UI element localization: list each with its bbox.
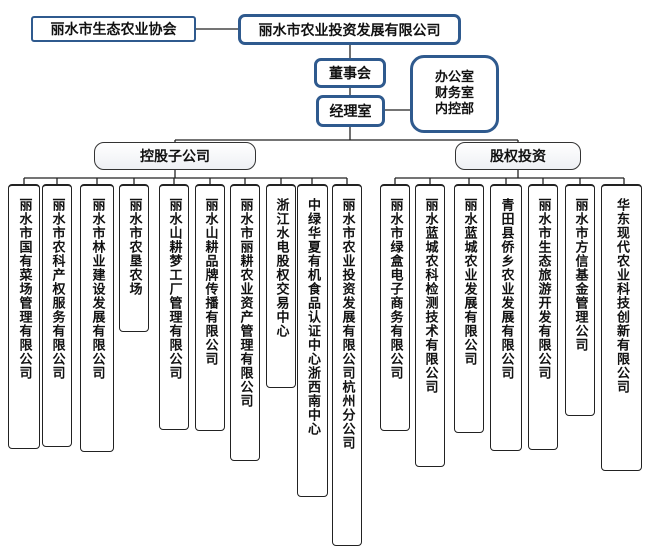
office-internal-control-label: 内控部 bbox=[434, 102, 474, 117]
manager-box: 经理室 bbox=[316, 95, 385, 127]
company-label: 丽水市农业投资发展有限公司 bbox=[258, 22, 441, 39]
company-box: 丽水市农业投资发展有限公司 bbox=[238, 14, 461, 45]
holding-subsidiary-box: 丽水山耕梦工厂管理有限公司 bbox=[159, 184, 189, 430]
equity-investment-box: 丽水市生态旅游开发有限公司 bbox=[528, 184, 558, 450]
manager-label: 经理室 bbox=[329, 104, 372, 120]
equity-category-label: 股权投资 bbox=[490, 149, 546, 165]
holding-subsidiary-label: 丽水市农垦农场 bbox=[126, 198, 142, 296]
equity-investment-label: 丽水市生态旅游开发有限公司 bbox=[535, 198, 551, 380]
equity-investment-label: 丽水市绿盒电子商务有限公司 bbox=[387, 198, 403, 380]
offices-box: 办公室 财务室 内控部 bbox=[410, 55, 499, 133]
association-label: 丽水市生态农业协会 bbox=[50, 22, 177, 38]
holding-subsidiary-label: 丽水市丽耕农业资产管理有限公司 bbox=[237, 198, 253, 408]
board-label: 董事会 bbox=[329, 66, 371, 82]
holding-subsidiary-box: 浙江水电股权交易中心 bbox=[266, 184, 296, 388]
equity-investment-box: 丽水蓝城农业发展有限公司 bbox=[454, 184, 484, 433]
equity-category-box: 股权投资 bbox=[455, 142, 581, 170]
equity-investment-box: 华东现代农业科技创新有限公司 bbox=[601, 184, 642, 471]
holding-subsidiary-label: 浙江水电股权交易中心 bbox=[273, 198, 289, 338]
holding-subsidiary-box: 丽水市农业投资发展有限公司杭州分公司 bbox=[332, 184, 362, 546]
holding-subsidiary-box: 丽水山耕品牌传播有限公司 bbox=[195, 184, 225, 431]
holding-category-box: 控股子公司 bbox=[94, 142, 256, 170]
board-box: 董事会 bbox=[314, 58, 386, 88]
holding-subsidiary-label: 丽水山耕梦工厂管理有限公司 bbox=[166, 198, 182, 380]
holding-subsidiary-box: 丽水市农科产权服务有限公司 bbox=[42, 184, 72, 447]
association-box: 丽水市生态农业协会 bbox=[31, 16, 196, 42]
equity-investment-label: 华东现代农业科技创新有限公司 bbox=[614, 198, 629, 394]
holding-subsidiary-box: 丽水市丽耕农业资产管理有限公司 bbox=[230, 184, 260, 461]
holding-subsidiary-label: 中绿华夏有机食品认证中心浙西南中心 bbox=[305, 198, 320, 436]
equity-investment-box: 丽水市方信基金管理公司 bbox=[565, 184, 595, 416]
office-finance-label: 财务室 bbox=[434, 86, 474, 101]
equity-investment-label: 青田县侨乡农业发展有限公司 bbox=[498, 198, 514, 380]
equity-investment-label: 丽水蓝城农科检测技术有限公司 bbox=[422, 198, 438, 394]
equity-investment-label: 丽水市方信基金管理公司 bbox=[572, 198, 588, 352]
holding-subsidiary-box: 丽水市国有菜场管理有限公司 bbox=[8, 184, 40, 449]
equity-investment-box: 青田县侨乡农业发展有限公司 bbox=[490, 184, 522, 451]
equity-investment-label: 丽水蓝城农业发展有限公司 bbox=[461, 198, 477, 366]
equity-investment-box: 丽水蓝城农科检测技术有限公司 bbox=[415, 184, 445, 467]
holding-subsidiary-label: 丽水山耕品牌传播有限公司 bbox=[202, 198, 218, 366]
holding-subsidiary-label: 丽水市农业投资发展有限公司杭州分公司 bbox=[339, 198, 355, 450]
holding-category-label: 控股子公司 bbox=[140, 149, 210, 165]
holding-subsidiary-label: 丽水市林业建设发展有限公司 bbox=[89, 198, 105, 380]
holding-subsidiary-label: 丽水市国有菜场管理有限公司 bbox=[16, 198, 32, 380]
holding-subsidiary-box: 中绿华夏有机食品认证中心浙西南中心 bbox=[297, 184, 328, 497]
office-admin-label: 办公室 bbox=[434, 70, 474, 85]
equity-investment-box: 丽水市绿盒电子商务有限公司 bbox=[380, 184, 410, 431]
holding-subsidiary-box: 丽水市农垦农场 bbox=[119, 184, 149, 332]
holding-subsidiary-label: 丽水市农科产权服务有限公司 bbox=[49, 198, 65, 380]
holding-subsidiary-box: 丽水市林业建设发展有限公司 bbox=[80, 184, 114, 452]
